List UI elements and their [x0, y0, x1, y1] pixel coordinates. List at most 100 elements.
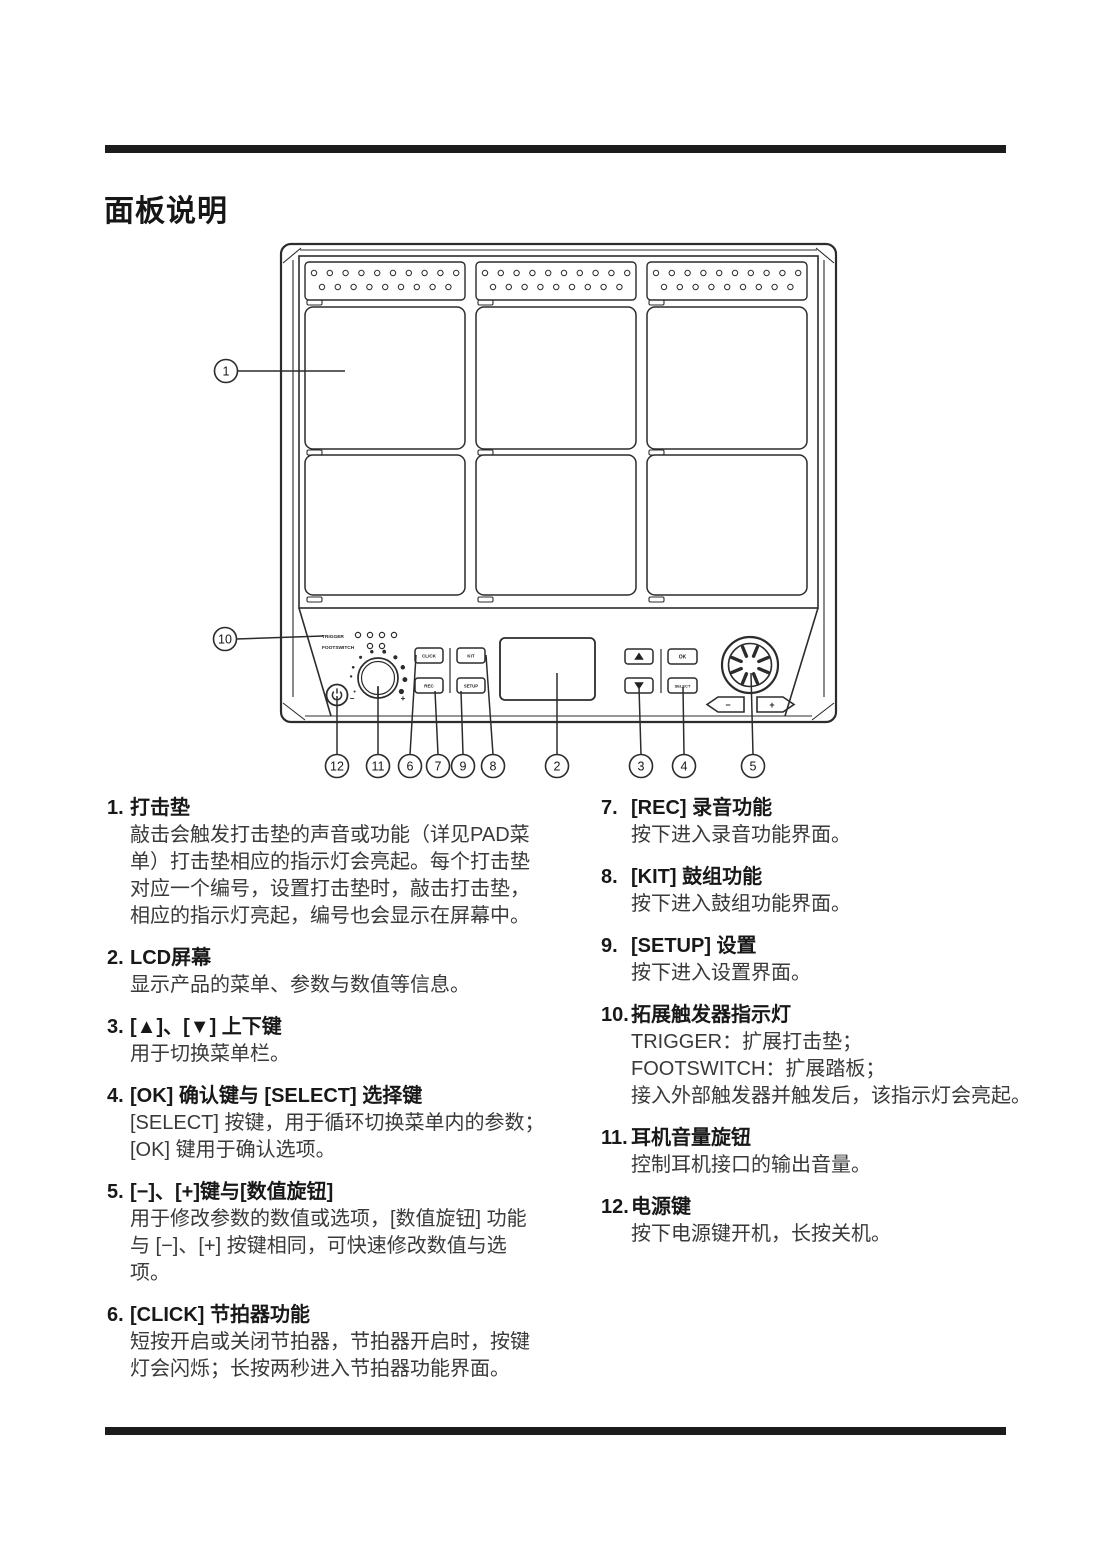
callout-line-10	[236, 635, 324, 640]
section-body: 按下电源键开机，长按关机。	[631, 1223, 891, 1245]
svg-text:6: 6	[407, 760, 414, 774]
drum-pads	[304, 299, 808, 603]
click-button	[414, 647, 444, 664]
device-figure: TRIGGER FOOTSWITCH − +	[195, 235, 855, 795]
section-title: 打击垫	[130, 797, 190, 819]
section-heading: 6.[CLICK] 节拍器功能	[107, 1302, 577, 1329]
callout-12: 12	[324, 753, 350, 779]
svg-text:3: 3	[638, 760, 645, 774]
callout-7: 7	[425, 753, 451, 779]
section-2: 2.LCD屏幕 显示产品的菜单、参数与数值等信息。	[107, 945, 577, 999]
svg-text:5: 5	[750, 760, 757, 774]
drum-pad-2	[475, 306, 637, 450]
section-title: [SETUP] 设置	[631, 935, 757, 957]
svg-text:7: 7	[435, 760, 442, 774]
drum-pad-1	[304, 306, 466, 450]
section-8: 8.[KIT] 鼓组功能 按下进入鼓组功能界面。	[601, 864, 1041, 918]
callout-line-6	[409, 654, 417, 755]
trigger-leds	[354, 631, 398, 639]
speaker-grille-strips	[304, 261, 808, 301]
svg-text:1: 1	[223, 365, 230, 379]
select-button-label: SELECT	[675, 684, 691, 689]
section-title: 电源键	[631, 1196, 691, 1218]
volume-scale-dots	[349, 649, 408, 695]
section-body: 控制耳机接口的输出音量。	[631, 1154, 871, 1176]
svg-text:9: 9	[460, 760, 467, 774]
function-buttons: CLICK REC KIT SETUP	[414, 647, 486, 694]
grille-strip	[646, 261, 808, 301]
callout-4: 4	[671, 753, 697, 779]
grille-holes	[310, 269, 802, 291]
description-column-left: 1.打击垫 敲击会触发打击垫的声音或功能（详见PAD菜 单）打击垫相应的指示灯会…	[107, 795, 577, 1398]
up-button	[624, 648, 654, 665]
section-number: 1.	[107, 797, 124, 819]
section-body: 按下进入设置界面。	[631, 962, 811, 984]
section-number: 3.	[107, 1016, 124, 1038]
up-arrow-icon	[634, 652, 644, 660]
footswitch-label: FOOTSWITCH	[322, 645, 355, 651]
section-number: 9.	[601, 935, 618, 957]
section-10: 10.拓展触发器指示灯 TRIGGER：扩展打击垫； FOOTSWITCH：扩展…	[601, 1002, 1041, 1110]
svg-text:11: 11	[372, 760, 385, 774]
section-number: 4.	[107, 1085, 124, 1107]
drum-pad-diagram: TRIGGER FOOTSWITCH − +	[212, 242, 838, 779]
section-title: 拓展触发器指示灯	[631, 1004, 791, 1026]
section-heading: 8.[KIT] 鼓组功能	[601, 864, 1041, 891]
section-body: 显示产品的菜单、参数与数值等信息。	[130, 974, 470, 996]
section-body: 用于修改参数的数值或选项，[数值旋钮] 功能 与 [−]、[+] 按键相同，可快…	[130, 1208, 527, 1284]
section-number: 11.	[601, 1127, 628, 1149]
top-rule	[105, 145, 1006, 153]
section-number: 7.	[601, 797, 618, 819]
callout-line-8	[485, 654, 494, 755]
drum-pad-3	[646, 306, 808, 450]
svg-text:8: 8	[490, 760, 497, 774]
section-number: 10.	[601, 1004, 629, 1026]
drum-pad-6	[646, 454, 808, 596]
section-1: 1.打击垫 敲击会触发打击垫的声音或功能（详见PAD菜 单）打击垫相应的指示灯会…	[107, 795, 577, 930]
drum-pad-4	[304, 454, 466, 596]
control-panel: TRIGGER FOOTSWITCH − +	[322, 631, 796, 713]
section-5: 5. [−]、[+]键与[数值旋钮] 用于修改参数的数值或选项，[数值旋钮] 功能…	[107, 1179, 577, 1287]
section-body: 按下进入鼓组功能界面。	[631, 893, 851, 915]
section-heading: 1. 打击垫	[107, 795, 577, 822]
svg-text:2: 2	[554, 760, 561, 774]
trigger-label: TRIGGER	[322, 634, 344, 640]
callout-10: 10	[212, 626, 238, 652]
grille-strip	[475, 261, 637, 301]
section-body: 短按开启或关闭节拍器，节拍器开启时，按键 灯会闪烁；长按两秒进入节拍器功能界面。	[130, 1331, 530, 1380]
svg-text:12: 12	[330, 760, 344, 774]
kit-button	[456, 647, 486, 664]
minus-button-label: −	[725, 700, 730, 710]
section-title: [▲]、[▼] 上下键	[130, 1016, 282, 1038]
section-title: LCD屏幕	[130, 947, 212, 969]
value-dial	[720, 635, 780, 695]
setup-button	[456, 677, 486, 694]
plus-button	[756, 696, 796, 713]
section-body: TRIGGER：扩展打击垫； FOOTSWITCH：扩展踏板； 接入外部触发器并…	[631, 1031, 1031, 1107]
callout-bubbles: 1 10 12 11 6 7 9 8 2 3 4 5	[212, 358, 766, 779]
callout-line-5	[750, 672, 754, 755]
section-body: 用于切换菜单栏。	[130, 1043, 290, 1065]
volume-minus-label: −	[350, 694, 355, 703]
callout-11: 11	[365, 753, 391, 779]
kit-button-label: KIT	[467, 654, 475, 659]
section-3: 3. [▲]、[▼] 上下键 用于切换菜单栏。	[107, 1014, 577, 1068]
callout-5: 5	[740, 753, 766, 779]
device-outline	[279, 242, 838, 724]
section-7: 7.[REC] 录音功能 按下进入录音功能界面。	[601, 795, 1041, 849]
section-heading: 10.拓展触发器指示灯	[601, 1002, 1041, 1029]
callout-line-7	[434, 690, 439, 755]
section-4: 4.[OK] 确认键与 [SELECT] 选择键 [SELECT] 按键，用于循…	[107, 1083, 577, 1164]
section-heading: 9. [SETUP] 设置	[601, 933, 1041, 960]
section-title: [REC] 录音功能	[631, 797, 773, 819]
section-number: 5.	[107, 1181, 124, 1203]
section-title: 耳机音量旋钮	[631, 1127, 751, 1149]
volume-plus-label: +	[401, 694, 406, 703]
callout-3: 3	[628, 753, 654, 779]
section-11: 11.耳机音量旋钮 控制耳机接口的输出音量。	[601, 1125, 1041, 1179]
pad-clips	[306, 299, 665, 603]
section-title: [OK] 确认键与 [SELECT] 选择键	[130, 1085, 423, 1107]
section-title: [−]、[+]键与[数值旋钮]	[130, 1181, 334, 1203]
section-heading: 3. [▲]、[▼] 上下键	[107, 1014, 577, 1041]
